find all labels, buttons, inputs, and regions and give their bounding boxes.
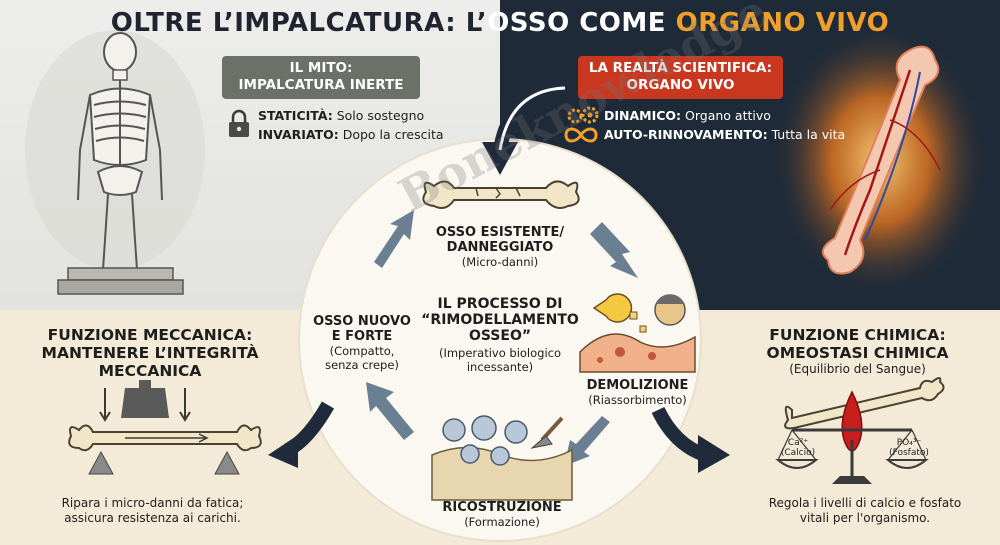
chemical-desc-line1: Regola i livelli di calcio e fosfato: [768, 496, 962, 510]
title-part-3: ORGANO VIVO: [675, 8, 890, 38]
center-sub-line2: incessante): [466, 360, 534, 374]
mechanical-title-line2: MANTENERE L’INTEGRITÀ: [41, 344, 259, 362]
mechanical-desc-line1: Ripara i micro-danni da fatica;: [61, 496, 244, 510]
myth-item-unchanged: INVARIATO: Dopo la crescita: [258, 127, 444, 142]
osteoclast-illustration: [579, 293, 696, 373]
myth-heading-badge: IL MITO: IMPALCATURA INERTE: [222, 56, 420, 99]
node-title-line1: OSSO NUOVO: [313, 314, 411, 329]
chemical-title-line2: OMEOSTASI CHIMICA: [766, 344, 949, 362]
reality-item-self-renewal: AUTO-RINNOVAMENTO: Tutta la vita: [604, 127, 845, 142]
mechanical-title-line3: MECCANICA: [98, 362, 202, 380]
mechanical-description: Ripara i micro-danni da fatica; assicura…: [40, 496, 265, 526]
mechanical-function-heading: FUNZIONE MECCANICA: MANTENERE L’INTEGRIT…: [30, 326, 270, 380]
calcium-label: Ca²⁺ (Calcio): [778, 438, 818, 458]
cycle-node-demolition: DEMOLIZIONE (Riassorbimento): [575, 378, 700, 407]
node-title: RICOSTRUZIONE: [442, 500, 562, 515]
cracked-bone-icon: [422, 180, 580, 209]
myth-heading-line1: IL MITO:: [289, 60, 353, 76]
reality-item-dynamic: DINAMICO: Organo attivo: [604, 108, 771, 123]
myth-item-text: Dopo la crescita: [338, 127, 444, 142]
node-title-line1: OSSO ESISTENTE/: [435, 225, 565, 240]
loaded-bone-illustration: [68, 380, 262, 475]
lock-icon: [229, 109, 249, 137]
mechanical-title-line1: FUNZIONE MECCANICA:: [47, 326, 253, 344]
reality-item-label: AUTO-RINNOVAMENTO:: [604, 127, 768, 142]
calcium-name: (Calcio): [780, 448, 816, 458]
chemical-function-heading: FUNZIONE CHIMICA: OMEOSTASI CHIMICA (Equ…: [740, 326, 975, 377]
arrow-right-to-bottom: [564, 416, 610, 466]
osteoblast-illustration: [431, 415, 573, 501]
arrow-top-to-right: [590, 222, 638, 278]
arrow-to-mechanical: [268, 401, 335, 468]
cycle-node-rebuild: RICOSTRUZIONE (Formazione): [432, 500, 572, 529]
mechanical-desc-line2: assicura resistenza ai carichi.: [64, 511, 241, 525]
arrow-to-chemical: [651, 406, 730, 473]
gears-icon: [567, 106, 599, 124]
node-sub: (Riassorbimento): [588, 393, 687, 407]
reality-heading-line1: LA REALTÀ SCIENTIFICA:: [588, 60, 773, 76]
page-title: OLTRE L’IMPALCATURA: L’OSSO COME ORGANO …: [0, 8, 1000, 38]
node-title: DEMOLIZIONE: [586, 378, 689, 393]
infinity-icon: [564, 127, 598, 143]
myth-item-label: STATICITÀ:: [258, 108, 333, 123]
glowing-bone-illustration: [770, 20, 990, 300]
chemical-description: Regola i livelli di calcio e fosfato vit…: [740, 496, 990, 526]
phosphate-label: PO₄³⁻ (Fosfato): [888, 438, 930, 458]
node-sub: (Micro-danni): [461, 255, 539, 269]
reality-heading-badge: LA REALTÀ SCIENTIFICA: ORGANO VIVO: [578, 56, 783, 99]
reality-heading-line2: ORGANO VIVO: [626, 77, 735, 93]
calcium-symbol: Ca²⁺: [787, 438, 809, 448]
curved-arrow-into-cycle: [482, 81, 566, 175]
node-sub-line1: (Compatto,: [329, 344, 395, 358]
chemical-sub: (Equilibrio del Sangue): [789, 362, 926, 376]
title-part-1: OLTRE L’IMPALCATURA: L’: [110, 8, 488, 38]
center-title-line1: IL PROCESSO DI: [437, 296, 563, 312]
title-part-2: OSSO COME: [487, 8, 676, 38]
myth-heading-line2: IMPALCATURA INERTE: [238, 77, 404, 93]
cycle-node-new-bone: OSSO NUOVO E FORTE (Compatto, senza crep…: [312, 314, 412, 372]
cycle-center-label: IL PROCESSO DI “RIMODELLAMENTO OSSEO” (I…: [418, 296, 582, 374]
pedestal: [67, 267, 174, 281]
myth-item-staticity: STATICITÀ: Solo sostegno: [258, 108, 424, 123]
cycle-node-existing-bone: OSSO ESISTENTE/ DANNEGGIATO (Micro-danni…: [430, 225, 570, 269]
myth-item-label: INVARIATO:: [258, 127, 339, 142]
phosphate-name: (Fosfato): [889, 448, 929, 458]
node-sub-line2: senza crepe): [325, 358, 399, 372]
center-sub-line1: (Imperativo biologico: [438, 346, 562, 360]
arrow-left-to-top: [374, 210, 414, 268]
chemical-title-line1: FUNZIONE CHIMICA:: [769, 326, 946, 344]
reality-item-label: DINAMICO:: [604, 108, 682, 123]
balance-scale-illustration: [775, 377, 945, 484]
chemical-desc-line2: vitali per l'organismo.: [799, 511, 931, 525]
node-sub: (Formazione): [464, 515, 540, 529]
arrow-bottom-to-left: [366, 382, 414, 440]
myth-item-text: Solo sostegno: [332, 108, 425, 123]
phosphate-symbol: PO₄³⁻: [896, 438, 922, 448]
reality-item-text: Tutta la vita: [767, 127, 846, 142]
reality-item-text: Organo attivo: [681, 108, 771, 123]
skull: [103, 32, 137, 72]
center-title-line3: OSSEO”: [468, 328, 532, 344]
node-title-line2: E FORTE: [331, 329, 393, 344]
node-title-line2: DANNEGGIATO: [446, 240, 554, 255]
cycle-arrows: [366, 210, 638, 466]
skeleton-illustration: [25, 30, 205, 295]
center-title-line2: “RIMODELLAMENTO: [421, 312, 579, 328]
